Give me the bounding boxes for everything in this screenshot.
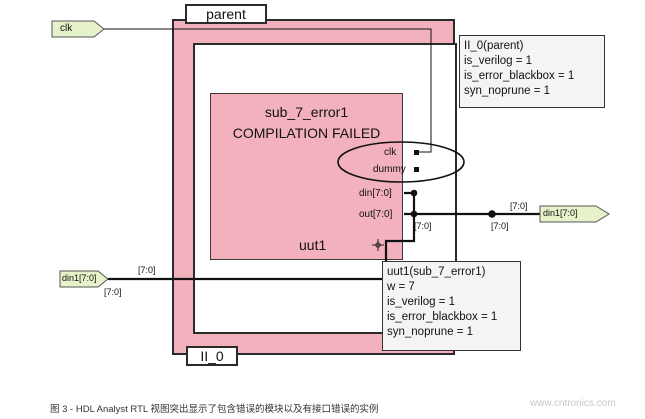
- ii0-prop-1: is_verilog = 1: [464, 55, 533, 67]
- bus-label-out-top: [7:0]: [510, 201, 528, 211]
- uut1-prop-2: is_verilog = 1: [387, 296, 456, 308]
- port-out: out[7:0]: [359, 209, 393, 220]
- clk-wire: [104, 28, 432, 153]
- out-junction-inner: [410, 210, 418, 218]
- figure-caption: 图 3 - HDL Analyst RTL 视图突出显示了包含错误的模块以及有接…: [50, 404, 379, 415]
- dummy-pin: [414, 167, 419, 172]
- uut1-properties-box: uut1(sub_7_error1) w = 7 is_verilog = 1 …: [382, 261, 521, 351]
- ii0-instance-tab[interactable]: II_0: [186, 346, 238, 366]
- bus-label-out-bottom: [7:0]: [491, 221, 509, 231]
- din-inner-bus: [384, 191, 416, 279]
- ii0-prop-2: is_error_blackbox = 1: [464, 70, 575, 82]
- uut1-prop-3: is_error_blackbox = 1: [387, 311, 498, 323]
- bus-label-in-top: [7:0]: [138, 265, 156, 275]
- uut1-instance-box[interactable]: [210, 93, 403, 260]
- din-junction: [410, 189, 418, 197]
- compilation-status: COMPILATION FAILED: [232, 125, 381, 141]
- watermark: www.cntronics.com: [530, 398, 616, 409]
- port-dummy: dummy: [373, 164, 406, 175]
- bus-label-in-bottom: [7:0]: [104, 287, 122, 297]
- port-din: din[7:0]: [359, 188, 392, 199]
- out-junction-outer: [488, 210, 496, 218]
- child-module-name: sub_7_error1: [264, 104, 349, 120]
- din1-input-port[interactable]: [59, 270, 109, 288]
- error-port-highlight: [337, 141, 465, 183]
- uut1-instance-label: uut1: [299, 237, 327, 253]
- port-clk: clk: [384, 147, 397, 158]
- clk-pin: [414, 150, 419, 155]
- uut1-prop-0: uut1(sub_7_error1): [387, 266, 486, 278]
- uut1-prop-4: syn_noprune = 1: [387, 326, 473, 338]
- clk-input-port[interactable]: [51, 20, 105, 38]
- clk-port-label: clk: [60, 23, 73, 34]
- din1-output-port[interactable]: [539, 205, 610, 223]
- bus-label-inner: [7:0]: [414, 221, 432, 231]
- parent-module-tab[interactable]: parent: [185, 4, 267, 24]
- ii0-prop-3: syn_noprune = 1: [464, 85, 550, 97]
- ii0-properties-box: II_0(parent) is_verilog = 1 is_error_bla…: [459, 35, 605, 108]
- crosshair-icon: [372, 239, 384, 251]
- ii0-prop-0: II_0(parent): [464, 40, 524, 52]
- uut1-prop-1: w = 7: [387, 281, 415, 293]
- din1-input-label: din1[7:0]: [62, 273, 97, 283]
- din1-output-label: din1[7:0]: [543, 208, 578, 218]
